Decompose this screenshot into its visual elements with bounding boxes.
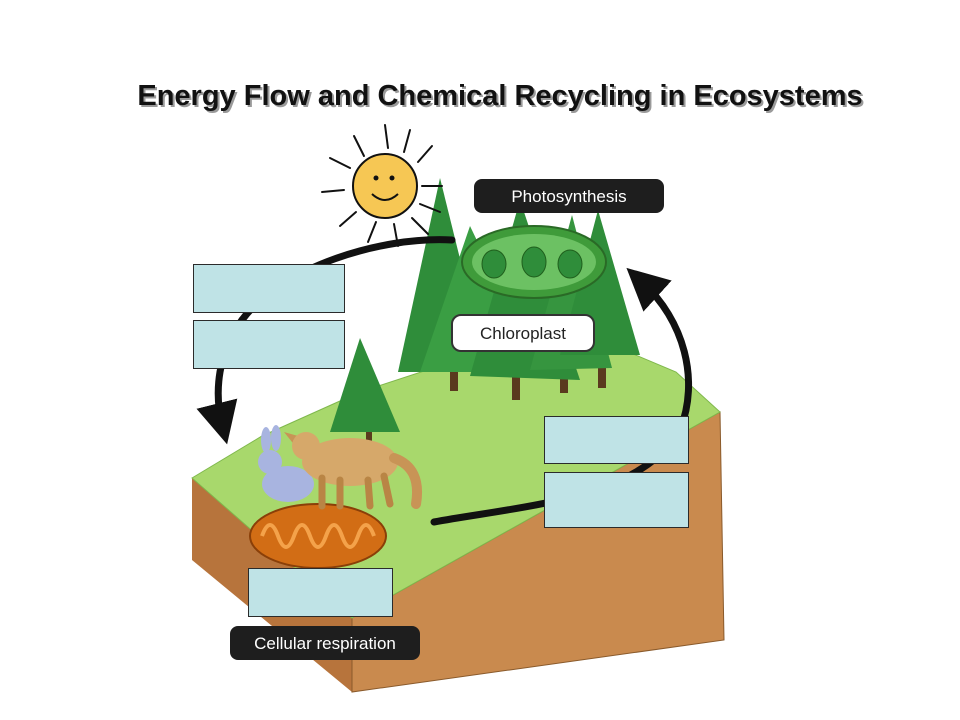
- svg-text:Photosynthesis: Photosynthesis: [511, 187, 626, 206]
- svg-text:Cellular respiration: Cellular respiration: [254, 634, 396, 653]
- blank-label-box[interactable]: [193, 320, 345, 369]
- mitochondrion-organelle: [249, 503, 387, 569]
- blank-label-box[interactable]: [544, 472, 689, 528]
- coyote-illustration: [284, 432, 422, 510]
- blank-label-box[interactable]: [248, 568, 393, 617]
- blank-label-box[interactable]: [193, 264, 345, 313]
- diagram-title: Energy Flow and Chemical Recycling in Ec…: [137, 80, 863, 112]
- rabbit-illustration: [258, 425, 314, 502]
- chloroplast-label: Chloroplast: [451, 314, 595, 352]
- cellular-respiration-label: Cellular respiration: [230, 626, 420, 660]
- svg-text:Chloroplast: Chloroplast: [480, 324, 566, 343]
- chloroplast-organelle: [461, 225, 607, 299]
- blank-label-box[interactable]: [544, 416, 689, 464]
- sun-icon: [321, 124, 443, 247]
- photosynthesis-label: Photosynthesis: [474, 179, 664, 213]
